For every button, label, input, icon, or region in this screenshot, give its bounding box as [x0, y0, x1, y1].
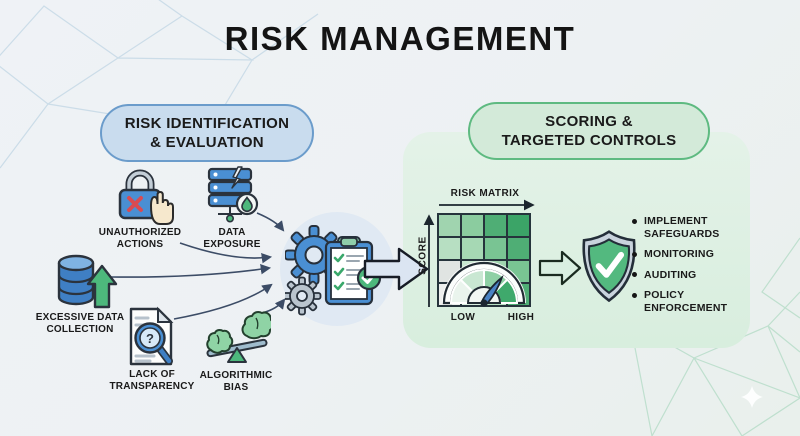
matrix-cell	[462, 238, 483, 259]
database-growth-icon	[57, 254, 118, 309]
gauge-high-label: HIGH	[507, 312, 535, 323]
matrix-cell	[485, 215, 506, 236]
brain-balance-icon	[206, 311, 271, 363]
matrix-cell	[485, 238, 506, 259]
gauge-low-label: LOW	[450, 312, 476, 323]
matrix-cell	[462, 215, 483, 236]
list-item: AUDITING	[632, 269, 750, 282]
list-item: POLICY ENFORCEMENT	[632, 289, 750, 314]
item-label-excessive-data-collection: EXCESSIVE DATA COLLECTION	[35, 312, 125, 335]
shield-check-icon	[582, 230, 636, 303]
list-item: MONITORING	[632, 248, 750, 261]
controls-bullet-list: IMPLEMENT SAFEGUARDS MONITORING AUDITING…	[632, 215, 750, 322]
section-header-risk-identification: RISK IDENTIFICATION & EVALUATION	[100, 104, 314, 162]
matrix-axes	[423, 199, 535, 307]
matrix-cell	[508, 238, 529, 259]
bullet-dot	[632, 251, 637, 257]
svg-text:?: ?	[146, 331, 154, 346]
flow-arrow-blue	[363, 247, 429, 291]
matrix-cell	[439, 215, 460, 236]
bullet-dot	[632, 218, 637, 224]
sparkle-icon	[741, 386, 763, 408]
header-line: SCORING &	[545, 113, 633, 130]
header-line: & EVALUATION	[150, 134, 264, 151]
risk-gauge-icon	[442, 261, 526, 307]
matrix-cell	[508, 215, 529, 236]
list-item: IMPLEMENT SAFEGUARDS	[632, 215, 750, 240]
flow-arrow-green	[538, 250, 582, 286]
item-label-lack-of-transparency: LACK OF TRANSPARENCY	[109, 369, 195, 392]
matrix-title: RISK MATRIX	[450, 188, 520, 199]
document-magnifier-icon: ?	[129, 306, 174, 366]
risk-matrix-block: RISK MATRIX SCORE	[415, 188, 545, 338]
section-header-scoring-controls: SCORING & TARGETED CONTROLS	[468, 102, 710, 160]
header-line: TARGETED CONTROLS	[501, 132, 677, 149]
server-leak-icon	[207, 166, 259, 223]
matrix-y-axis-label: SCORE	[417, 236, 429, 275]
page-title: RISK MANAGEMENT	[224, 20, 576, 57]
bullet-dot	[632, 272, 637, 277]
item-label-data-exposure: DATA EXPOSURE	[203, 227, 261, 250]
item-label-algorithmic-bias: ALGORITHMIC BIAS	[199, 370, 273, 393]
lock-denied-hand-icon	[118, 169, 174, 225]
bullet-dot	[632, 292, 637, 298]
header-line: RISK IDENTIFICATION	[124, 115, 290, 132]
matrix-cell	[439, 238, 460, 259]
item-label-unauthorized-actions: UNAUTHORIZED ACTIONS	[98, 227, 182, 250]
gears-checklist-icon	[285, 225, 382, 316]
